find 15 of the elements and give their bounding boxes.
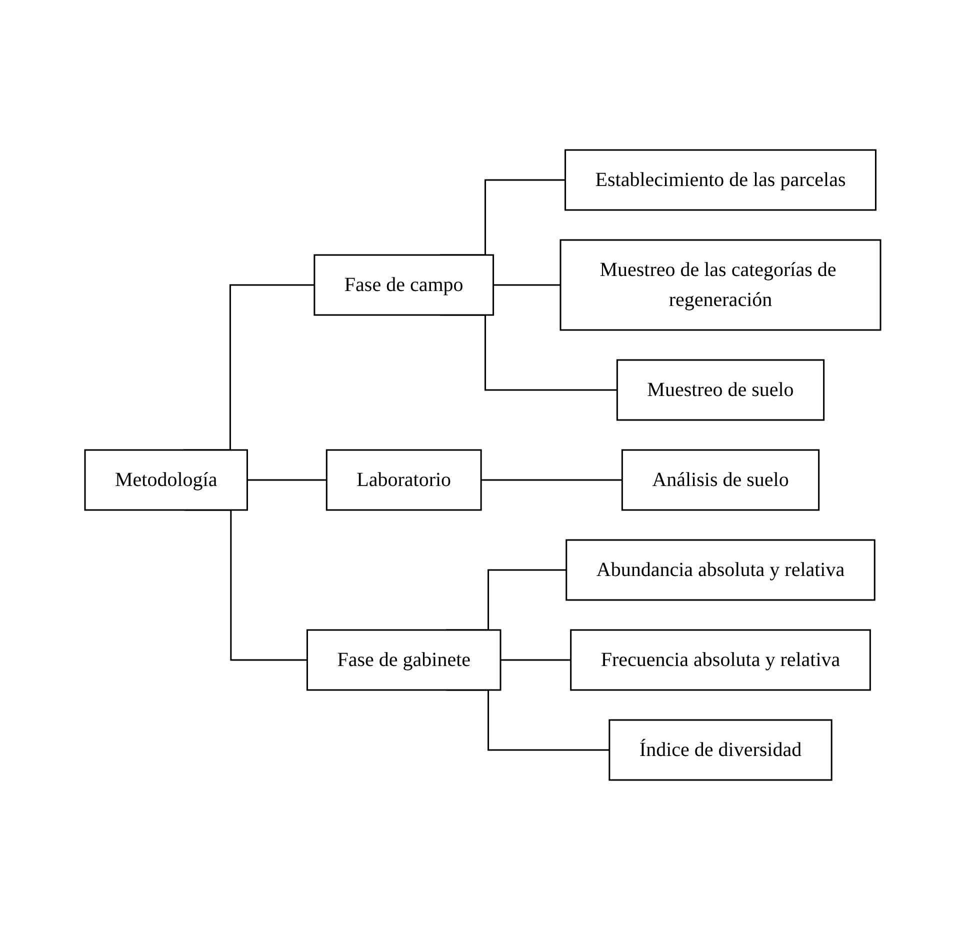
- node-box: Muestreo de las categorías de regeneración: [560, 239, 881, 331]
- connector: [246, 479, 326, 481]
- node-box: Establecimiento de las parcelas: [564, 149, 876, 211]
- node-box: Índice de diversidad: [608, 719, 832, 781]
- connector: [500, 659, 571, 661]
- node-box: Fase de gabinete: [306, 629, 501, 691]
- node-box: Fase de campo: [313, 254, 494, 316]
- node-box: Muestreo de suelo: [616, 359, 824, 421]
- node-box: Metodología: [84, 449, 248, 511]
- node-box: Frecuencia absoluta y relativa: [570, 629, 871, 691]
- node-box: Análisis de suelo: [621, 449, 820, 511]
- node-box: Laboratorio: [326, 449, 482, 511]
- connector: [493, 284, 560, 286]
- connector: [480, 479, 622, 481]
- node-box: Abundancia absoluta y relativa: [565, 539, 876, 601]
